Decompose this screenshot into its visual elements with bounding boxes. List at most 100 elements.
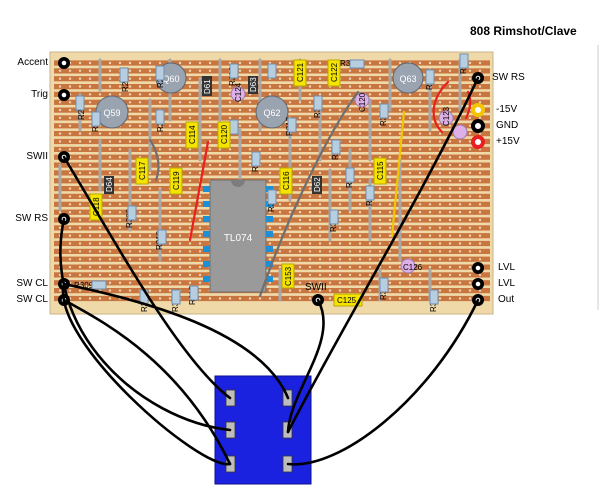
strip-hole bbox=[388, 163, 392, 167]
strip-hole bbox=[78, 163, 82, 167]
grey-wires bbox=[148, 90, 360, 298]
strip-hole bbox=[288, 101, 292, 104]
strip-hole bbox=[228, 297, 232, 300]
strip-hole bbox=[478, 163, 482, 167]
strip-hole bbox=[68, 101, 72, 104]
strip-hole bbox=[188, 218, 192, 222]
strip-hole bbox=[88, 281, 92, 284]
strip-hole bbox=[318, 273, 322, 277]
strip-hole bbox=[138, 77, 142, 80]
strip-hole bbox=[408, 226, 412, 229]
strip-hole bbox=[368, 163, 372, 167]
strip-hole bbox=[108, 61, 112, 65]
strip-hole bbox=[148, 234, 152, 237]
strip-hole bbox=[468, 242, 472, 245]
strip-hole bbox=[458, 289, 462, 292]
strip-hole bbox=[208, 163, 212, 167]
copper-strip bbox=[54, 288, 490, 294]
strip-hole bbox=[128, 101, 132, 104]
strip-hole bbox=[238, 61, 242, 65]
strip-hole bbox=[368, 273, 372, 277]
strip-hole bbox=[88, 85, 92, 88]
strip-hole bbox=[428, 148, 432, 151]
strip-hole bbox=[308, 265, 312, 269]
strip-hole bbox=[198, 195, 202, 198]
svg-text:C114: C114 bbox=[188, 125, 197, 144]
strip-hole bbox=[278, 218, 282, 222]
strip-hole bbox=[108, 195, 112, 198]
strip-hole bbox=[408, 218, 412, 222]
strip-hole bbox=[138, 273, 142, 277]
strip-hole bbox=[438, 132, 442, 135]
strip-hole bbox=[58, 77, 62, 80]
strip-hole bbox=[248, 132, 252, 135]
strip-hole bbox=[468, 289, 472, 292]
strip-hole bbox=[168, 297, 172, 300]
strip-hole bbox=[98, 234, 102, 237]
strip-hole bbox=[168, 156, 172, 159]
strip-hole bbox=[178, 116, 182, 120]
strip-hole bbox=[178, 258, 182, 261]
strip-hole bbox=[188, 250, 192, 253]
copper-strip bbox=[54, 91, 490, 97]
strip-hole bbox=[358, 265, 362, 269]
strip-hole bbox=[328, 265, 332, 269]
strip-hole bbox=[278, 93, 282, 96]
strip-hole bbox=[448, 124, 452, 128]
strip-hole bbox=[358, 132, 362, 135]
strip-hole bbox=[368, 61, 372, 65]
strip-hole bbox=[308, 218, 312, 222]
strip-hole bbox=[378, 77, 382, 80]
svg-text:C123: C123 bbox=[442, 106, 451, 126]
strip-hole bbox=[78, 258, 82, 261]
strip-hole bbox=[68, 195, 72, 198]
svg-text:C121: C121 bbox=[296, 62, 305, 82]
strip-hole bbox=[318, 195, 322, 198]
tl074-chip bbox=[209, 179, 267, 293]
strip-hole bbox=[468, 211, 472, 214]
strip-hole bbox=[428, 218, 432, 222]
strip-hole bbox=[408, 108, 412, 112]
strip-hole bbox=[448, 258, 452, 261]
strip-hole bbox=[208, 156, 212, 159]
strip-hole bbox=[448, 93, 452, 96]
strip-hole bbox=[128, 108, 132, 112]
strip-hole bbox=[308, 85, 312, 88]
strip-hole bbox=[458, 258, 462, 261]
strip-hole bbox=[68, 258, 72, 261]
strip-hole bbox=[138, 250, 142, 253]
strip-hole bbox=[108, 273, 112, 277]
strip-hole bbox=[448, 187, 452, 190]
strip-hole bbox=[58, 140, 62, 143]
strip-hole bbox=[478, 187, 482, 190]
power-pads bbox=[471, 103, 485, 149]
strip-hole bbox=[298, 203, 302, 206]
strip-hole bbox=[288, 211, 292, 214]
strip-hole bbox=[188, 211, 192, 214]
strip-hole bbox=[358, 140, 362, 143]
svg-text:C117: C117 bbox=[138, 161, 147, 180]
strip-hole bbox=[368, 289, 372, 292]
strip-hole bbox=[468, 69, 472, 73]
strip-hole bbox=[368, 297, 372, 300]
strip-hole bbox=[358, 218, 362, 222]
strip-hole bbox=[108, 69, 112, 73]
strip-hole bbox=[158, 273, 162, 277]
strip-hole bbox=[228, 163, 232, 167]
strip-hole bbox=[348, 93, 352, 96]
strip-hole bbox=[108, 132, 112, 135]
strip-hole bbox=[248, 116, 252, 120]
strip-hole bbox=[328, 258, 332, 261]
strip-hole bbox=[448, 281, 452, 284]
strip-hole bbox=[358, 77, 362, 80]
strip-hole bbox=[78, 242, 82, 245]
copper-strip bbox=[54, 178, 490, 184]
strip-hole bbox=[448, 69, 452, 73]
strip-hole bbox=[88, 77, 92, 80]
strip-hole bbox=[418, 179, 422, 182]
strip-hole bbox=[128, 124, 132, 128]
strip-hole bbox=[358, 108, 362, 112]
strip-hole bbox=[468, 116, 472, 120]
strip-hole bbox=[348, 234, 352, 237]
strip-hole bbox=[78, 85, 82, 88]
